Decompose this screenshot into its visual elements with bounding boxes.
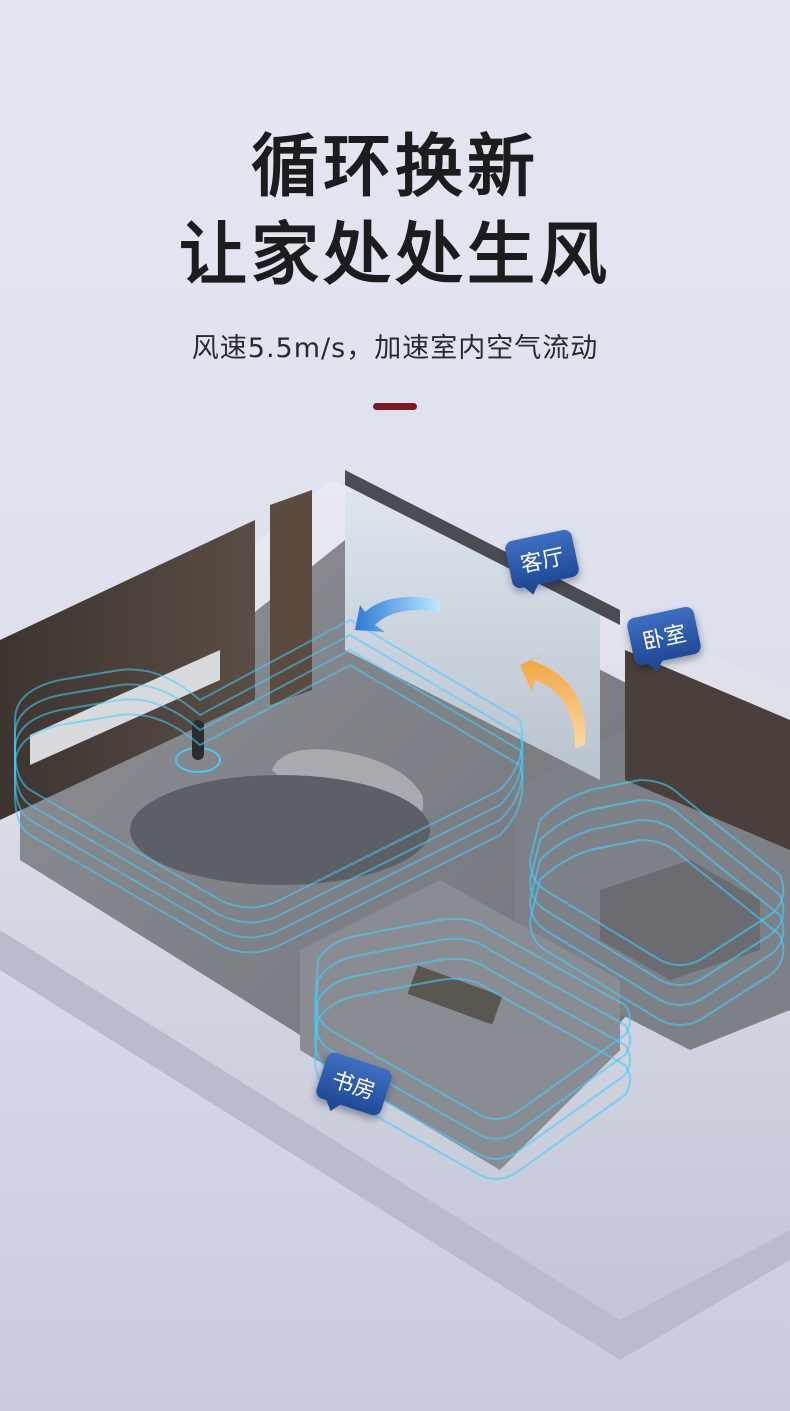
house-floorplan-illustration	[0, 470, 790, 1360]
bed	[600, 860, 760, 980]
airflow-living	[14, 618, 524, 954]
headline-line-2: 让家处处生风	[178, 216, 611, 295]
glass-wall-frame	[345, 470, 620, 625]
airflow-arrow-blue	[355, 596, 440, 632]
subtitle: 风速5.5m/s，加速室内空气流动	[191, 333, 599, 364]
glass-wall	[345, 480, 600, 780]
airflow-bedroom	[528, 778, 785, 1026]
accent-divider	[373, 403, 417, 410]
headline-line-1: 循环换新	[250, 128, 539, 207]
tv-console	[30, 650, 220, 765]
airflow-arrow-orange	[520, 652, 586, 748]
desk	[407, 965, 503, 1025]
curtain	[270, 490, 312, 705]
rug	[130, 775, 430, 885]
bedroom-wall	[625, 650, 790, 850]
